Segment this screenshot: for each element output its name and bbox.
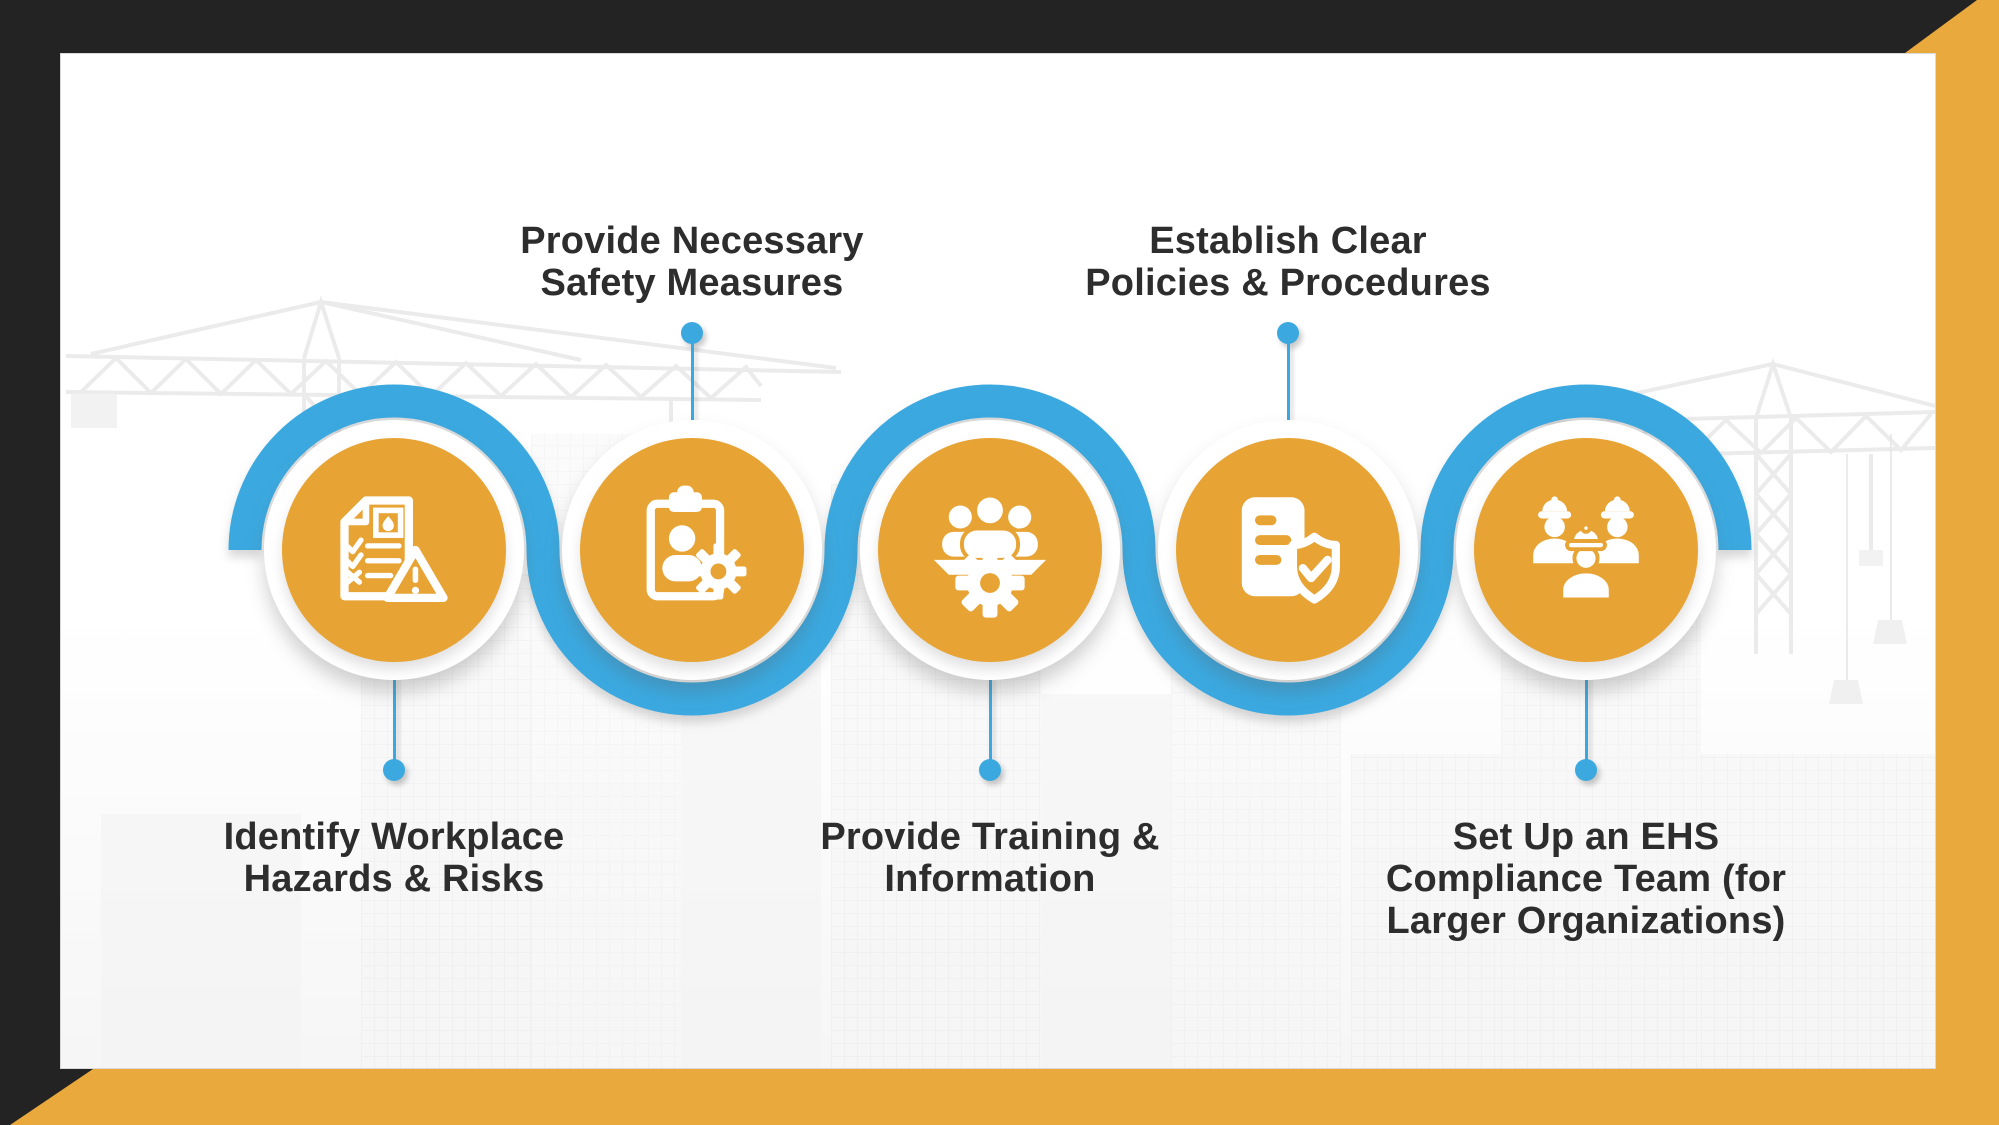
connector-dot (1575, 759, 1597, 781)
building-silhouette (1351, 754, 1501, 1068)
safety-clipboard-gear-icon (646, 485, 747, 601)
step-label-1: Identify Workplace Hazards & Risks (44, 816, 744, 900)
step-label-line: Identify Workplace (223, 816, 565, 858)
ribbon-path (228, 384, 1752, 716)
step-label-line: Information (884, 858, 1096, 900)
step-label-line: Establish Clear (1149, 220, 1427, 262)
step-circle (580, 438, 804, 662)
hanging-pulley (1829, 454, 1863, 704)
connector-line (1286, 343, 1290, 427)
step-node-2 (562, 420, 822, 680)
step-label-line: Provide Training & (820, 816, 1160, 858)
connector-line (392, 676, 396, 760)
step-label-5: Set Up an EHS Compliance Team (for Large… (1236, 816, 1936, 942)
step-label-3: Provide Training & Information (640, 816, 1340, 900)
hanging-pulley (1873, 434, 1907, 644)
building-silhouette (681, 654, 821, 1068)
policy-shield-check-icon (1241, 497, 1340, 604)
hazard-report-icon (340, 496, 448, 602)
step-label-line: Compliance Team (for (1385, 858, 1787, 900)
building-silhouette (1041, 694, 1171, 1068)
step-node-5 (1456, 420, 1716, 680)
step-label-line: Larger Organizations) (1386, 900, 1786, 942)
step-label-line: Policies & Procedures (1085, 262, 1491, 304)
connector-dot (383, 759, 405, 781)
step-circle (282, 438, 506, 662)
step-label-line: Safety Measures (540, 262, 844, 304)
connector-dot (1277, 322, 1299, 344)
step-node-3 (860, 420, 1120, 680)
connector-line (1584, 676, 1588, 760)
connector-dot (979, 759, 1001, 781)
step-label-4: Establish Clear Policies & Procedures (938, 220, 1638, 304)
connector-line (690, 343, 694, 427)
building-silhouette (1701, 754, 1935, 1068)
step-label-line: Set Up an EHS (1452, 816, 1720, 858)
connector-dot (681, 322, 703, 344)
step-node-4 (1158, 420, 1418, 680)
building-silhouette (1501, 614, 1701, 1068)
building-silhouette (101, 814, 301, 1068)
workers-team-icon (1533, 496, 1639, 602)
step-label-line: Provide Necessary (520, 220, 864, 262)
step-node-1 (264, 420, 524, 680)
step-label-line: Hazards & Risks (243, 858, 545, 900)
step-label-2: Provide Necessary Safety Measures (342, 220, 1042, 304)
team-gear-icon (933, 493, 1047, 618)
connector-line (988, 676, 992, 760)
